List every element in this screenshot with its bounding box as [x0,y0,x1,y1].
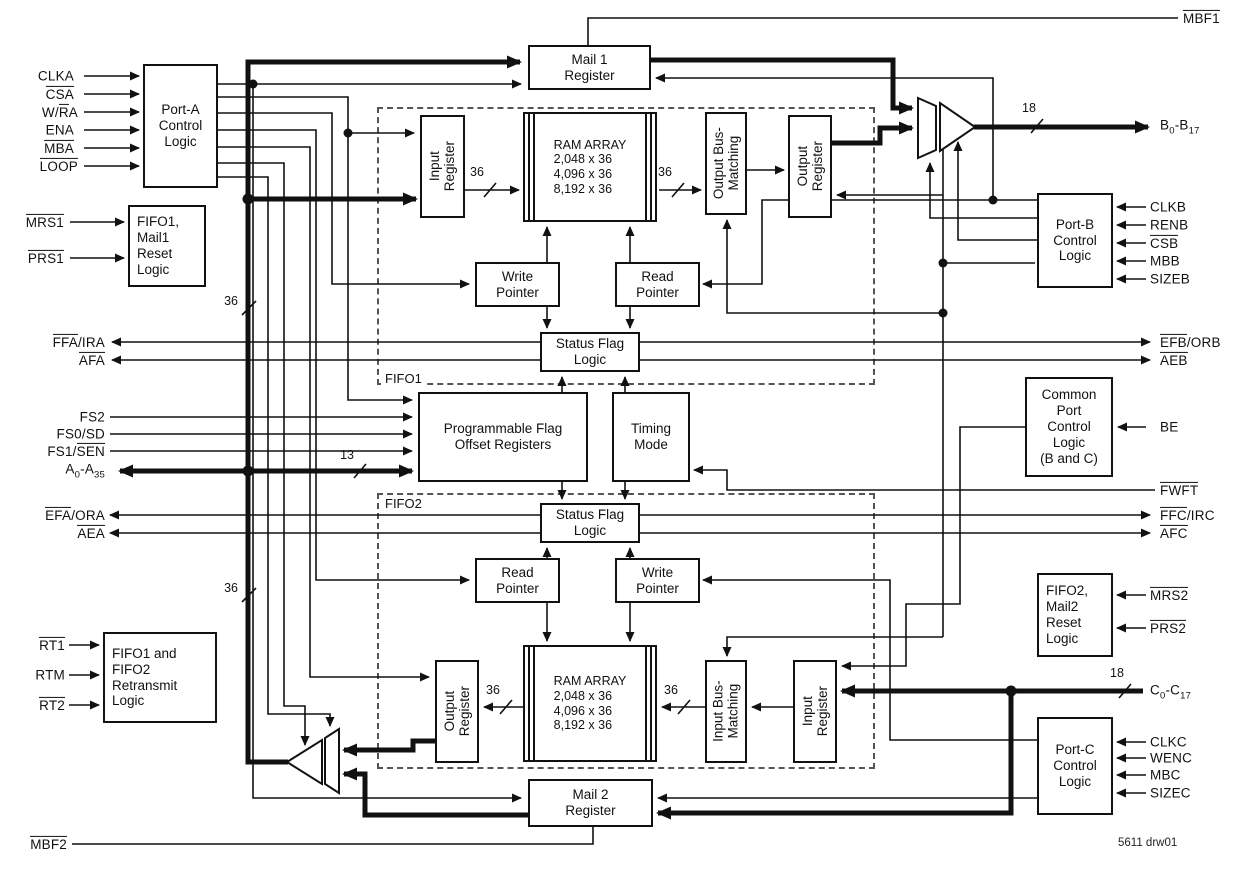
output-register1-box: Output Register [788,115,832,218]
status-flag-logic1-box: Status Flag Logic [540,332,640,372]
signal-mbf2: MBF2 [30,835,67,852]
port-b-control-logic-box: Port-B Control Logic [1037,193,1113,288]
signal-prs1: PRS1 [27,249,64,266]
signal-loop: LOOP [39,157,78,174]
bus-width-18-c: 18 [1110,666,1124,680]
output-register2-box: Output Register [435,660,479,763]
signal-afc: AFC [1160,524,1188,541]
bus-width-18-b: 18 [1022,101,1036,115]
ram2-side-lines-left [528,645,535,762]
ram1-side-lines-left [528,112,535,222]
data-bus-wires [118,55,1150,820]
flag-wires [109,337,1155,538]
write-pointer2-box: Write Pointer [615,558,700,603]
signal-clkb: CLKB [1150,199,1187,215]
signal-c-bus: C0-C17 [1150,682,1192,702]
signal-fwft: FWFT [1160,481,1199,498]
bus-width-36-input2: 36 [664,683,678,697]
signal-mbc: MBC [1150,767,1181,783]
signal-mrs2: MRS2 [1150,586,1189,603]
signal-ffa-ira: FFA/IRA [52,333,105,350]
signal-fs0-sd: FS0/SD [56,426,105,442]
common-port-control-logic-box: Common Port Control Logic (B and C) [1025,377,1113,477]
signal-mba: MBA [44,139,74,156]
signal-ena: ENA [45,122,74,138]
signal-b-bus: B0-B17 [1160,117,1200,137]
read-pointer2-box: Read Pointer [475,558,560,603]
port-b-mux [917,96,937,160]
programmable-flag-offset-box: Programmable Flag Offset Registers [418,392,588,482]
fifo1-internal-wires [465,165,785,392]
write-pointer1-box: Write Pointer [475,262,560,307]
signal-clka: CLKA [37,68,74,84]
signal-rtm: RTM [35,667,65,683]
fifo2-frame-label: FIFO2 [381,496,426,511]
output-bus-matching-box: Output Bus- Matching [705,112,747,215]
port-c-control-logic-box: Port-C Control Logic [1037,717,1113,815]
signal-efa-ora: EFA/ORA [45,506,105,523]
fifo1-mail1-reset-logic-box: FIFO1, Mail1 Reset Logic [128,205,206,287]
signal-rt2: RT2 [39,696,65,713]
signal-aea: AEA [77,524,105,541]
mail-register-wires [72,17,1178,845]
signal-ffc-irc: FFC/IRC [1160,506,1215,523]
mail1-register-box: Mail 1 Register [528,45,651,90]
port-a-output-buffer [285,738,323,786]
signal-mbb: MBB [1150,253,1180,269]
signal-prs2: PRS2 [1150,619,1187,636]
signal-be: BE [1160,419,1179,435]
signal-wra: W/RA [41,103,78,120]
bus-width-13: 13 [340,448,354,462]
signal-csa: CSA [45,85,74,102]
retransmit-logic-box: FIFO1 and FIFO2 Retransmit Logic [103,632,217,723]
port-a-input-wires [69,71,140,710]
port-a-routing-wires [218,79,522,803]
port-a-mux [324,727,340,795]
signal-fs1-sen: FS1/SEN [47,442,105,459]
signal-afa: AFA [78,351,105,368]
signal-renb: RENB [1150,217,1189,233]
input-register1-box: Input Register [420,115,465,218]
timing-mode-box: Timing Mode [612,392,690,482]
mail2-register-box: Mail 2 Register [528,779,653,827]
ram1-side-lines-right [645,112,652,222]
junction-dots [242,79,1017,697]
ram2-side-lines-right [645,645,652,762]
signal-rt1: RT1 [39,636,65,653]
ram-array2-box: RAM ARRAY 2,048 x 36 4,096 x 36 8,192 x … [523,645,657,762]
bus-width-slashes [241,118,1132,715]
bus-width-36-trunk-upper: 36 [224,294,238,308]
status-flag-logic2-box: Status Flag Logic [540,503,640,543]
mux-buffer-shapes [285,96,977,795]
fifo2-internal-wires [483,482,793,712]
read-pointer1-box: Read Pointer [615,262,700,307]
signal-sizeb: SIZEB [1150,271,1191,287]
signal-efb-orb: EFB/ORB [1160,333,1221,350]
signal-aeb: AEB [1160,351,1188,368]
signal-clkc: CLKC [1150,734,1187,750]
port-c-wires [702,575,1146,798]
signal-wenc: WENC [1150,750,1193,766]
bus-width-36-trunk-lower: 36 [224,581,238,595]
signal-fs2: FS2 [79,409,105,425]
fifo2-mail2-reset-logic-box: FIFO2, Mail2 Reset Logic [1037,573,1113,657]
signal-mrs1: MRS1 [25,213,64,230]
input-register2-box: Input Register [793,660,837,763]
signal-sizec: SIZEC [1150,785,1191,801]
signal-csb: CSB [1150,234,1179,251]
bus-width-36-output1: 36 [658,165,672,179]
ram-array1-box: RAM ARRAY 2,048 x 36 4,096 x 36 8,192 x … [523,112,657,222]
signal-mbf1: MBF1 [1183,9,1220,26]
port-b-wires [702,128,1146,671]
fifo1-frame-label: FIFO1 [381,371,426,386]
input-bus-matching-box: Input Bus- Matching [705,660,747,763]
bus-width-36-input1: 36 [470,165,484,179]
signal-a-bus: A0-A35 [65,461,105,481]
port-b-output-buffer [939,101,977,153]
drawing-number: 5611 drw01 [1118,837,1178,849]
bus-width-36-output2: 36 [486,683,500,697]
port-a-control-logic-box: Port-A Control Logic [143,64,218,188]
